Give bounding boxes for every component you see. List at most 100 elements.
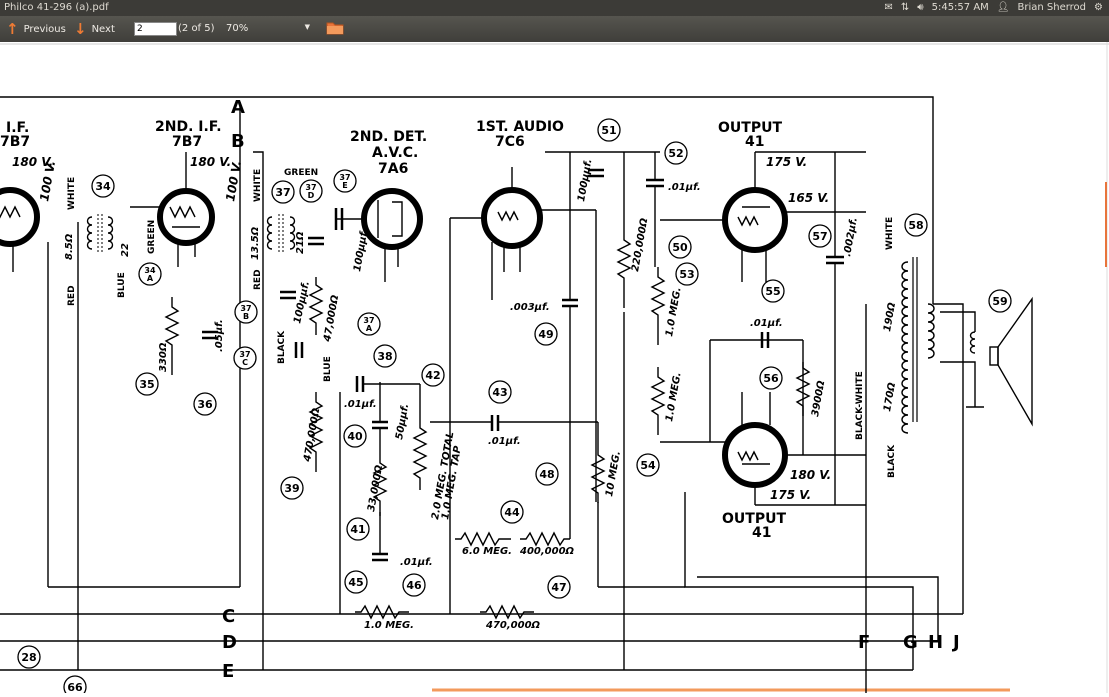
callout-circle (759, 366, 783, 390)
value-r6m: 6.0 MEG. (462, 546, 512, 557)
callout-circle (343, 424, 367, 448)
if-transformer-1 (86, 214, 114, 252)
callout-label: 49 (538, 328, 553, 341)
callout-label: 41 (350, 523, 365, 536)
zoom-value: 70% (226, 23, 249, 34)
value-c01b: .01μf. (488, 436, 521, 447)
label-audio-tube: 7C6 (495, 134, 525, 150)
user-name[interactable]: Brian Sherrod (1017, 2, 1087, 13)
callout-circle (271, 180, 295, 204)
callout-label: 59 (992, 295, 1007, 308)
wire-white-2: WHITE (253, 169, 263, 202)
tube-if1 (0, 187, 40, 272)
callout-circle (91, 174, 115, 198)
value-r33k: 33,000Ω (366, 464, 385, 513)
user-icon: 👤︎ (996, 2, 1010, 13)
label-output-top-tube: 41 (745, 134, 764, 150)
wire-black-white: BLACK-WHITE (855, 371, 865, 440)
value-c100a: 100μμf. (292, 280, 312, 325)
tube-output-top (660, 151, 866, 282)
value-c01c: .01μf. (400, 557, 433, 568)
page-count: (2 of 5) (178, 23, 215, 34)
label-avc: A.V.C. (372, 145, 418, 161)
value-r470kb: 470,000Ω (485, 620, 541, 631)
value-c100b: 100μμf. (352, 228, 370, 272)
value-c100c: 100μμf. (576, 158, 594, 202)
value-r1m: 1.0 MEG. (364, 620, 414, 631)
callout-circle (299, 179, 323, 203)
arrow-up-icon: ↑ (6, 20, 19, 38)
value-r1mb: 1.0 MEG. (664, 371, 684, 422)
callout-circle (63, 675, 87, 697)
page-number-input[interactable] (134, 22, 177, 36)
value-r10m: 10 MEG. (604, 450, 623, 497)
value-r1ma: 1.0 MEG. (664, 286, 684, 337)
clock[interactable]: 5:45:57 AM (931, 2, 989, 13)
network-icon[interactable]: ⇅ (900, 2, 910, 13)
folder-icon[interactable] (326, 21, 344, 35)
callout-label: A (366, 324, 373, 333)
tube-audio (450, 167, 597, 502)
value-r47k: 47,000Ω (322, 294, 341, 344)
value-r21: 21Ω (295, 231, 306, 254)
capacitors (202, 151, 844, 670)
callout-label: 28 (21, 651, 36, 664)
wire-green-2: GREEN (284, 168, 318, 178)
callout-label: 37 (240, 304, 251, 313)
previous-button[interactable]: ↑ Previous (6, 21, 66, 37)
voltage-6: 165 V. (788, 191, 829, 205)
value-r470k: 470,000Ω (302, 407, 322, 464)
mail-icon[interactable]: ✉ (884, 2, 893, 13)
next-button[interactable]: ↓ Next (74, 21, 115, 37)
wire-red-2: RED (253, 269, 263, 290)
value-r85: 8.5Ω (64, 233, 75, 260)
callout-circle (234, 300, 258, 324)
indicator-area: ✉ ⇅ 🔊︎ 5:45:57 AM 👤︎ Brian Sherrod ⚙ (885, 2, 1104, 13)
voltage-1: 180 V. (12, 155, 53, 169)
callout-label: 34 (144, 266, 156, 275)
callout-circle (535, 462, 559, 486)
label-audio: 1ST. AUDIO (476, 119, 564, 135)
label-det: 2ND. DET. (350, 129, 427, 145)
callout-circle (761, 279, 785, 303)
callout-circle (808, 224, 832, 248)
callout-circle (547, 575, 571, 599)
callout-label: 40 (347, 430, 363, 443)
callout-circle (138, 262, 162, 286)
callout-circle (488, 380, 512, 404)
bus-letter-e: E (222, 661, 234, 682)
value-r170: 170Ω (882, 381, 898, 412)
if-transformer-2 (266, 214, 296, 252)
schematic-page: I.F. 7B7 2ND. I.F. 7B7 2ND. DET. A.V.C. … (0, 42, 1109, 697)
window-title: Philco 41-296 (a).pdf (4, 2, 109, 13)
wire-green-1: GREEN (147, 220, 157, 254)
bus-letter-j: J (951, 632, 960, 653)
gear-icon[interactable]: ⚙ (1094, 2, 1103, 13)
label-if1-tube: 7B7 (0, 134, 30, 150)
callout-label: 56 (763, 372, 779, 385)
callout-label: 37 (239, 350, 250, 359)
callout-circle (668, 235, 692, 259)
zoom-select[interactable]: 70% ▼ (226, 23, 310, 34)
value-c01a: .01μf. (344, 399, 377, 410)
callout-label: 34 (95, 180, 111, 193)
wire-blue-1: BLUE (117, 272, 127, 298)
label-if1: I.F. (6, 120, 29, 136)
volume-icon[interactable]: 🔊︎ (917, 2, 924, 13)
callout-circle (193, 392, 217, 416)
value-r400k: 400,000Ω (519, 546, 575, 557)
value-r330: 330Ω (158, 342, 169, 372)
document-view[interactable]: I.F. 7B7 2ND. I.F. 7B7 2ND. DET. A.V.C. … (0, 42, 1109, 697)
callout-label: 48 (539, 468, 554, 481)
callout-label: 44 (504, 506, 520, 519)
value-c003: .003μf. (510, 302, 550, 313)
voltage-3: 180 V. (190, 155, 231, 169)
callout-label: 58 (908, 219, 923, 232)
document-toolbar: ↑ Previous ↓ Next (2 of 5) 70% ▼ (0, 16, 1109, 42)
callout-label: 46 (406, 579, 422, 592)
bus-wires (0, 96, 964, 693)
top-panel: Philco 41-296 (a).pdf ✉ ⇅ 🔊︎ 5:45:57 AM … (0, 0, 1109, 16)
wire-black-2: BLACK (887, 444, 897, 478)
voltage-5: 175 V. (766, 155, 807, 169)
